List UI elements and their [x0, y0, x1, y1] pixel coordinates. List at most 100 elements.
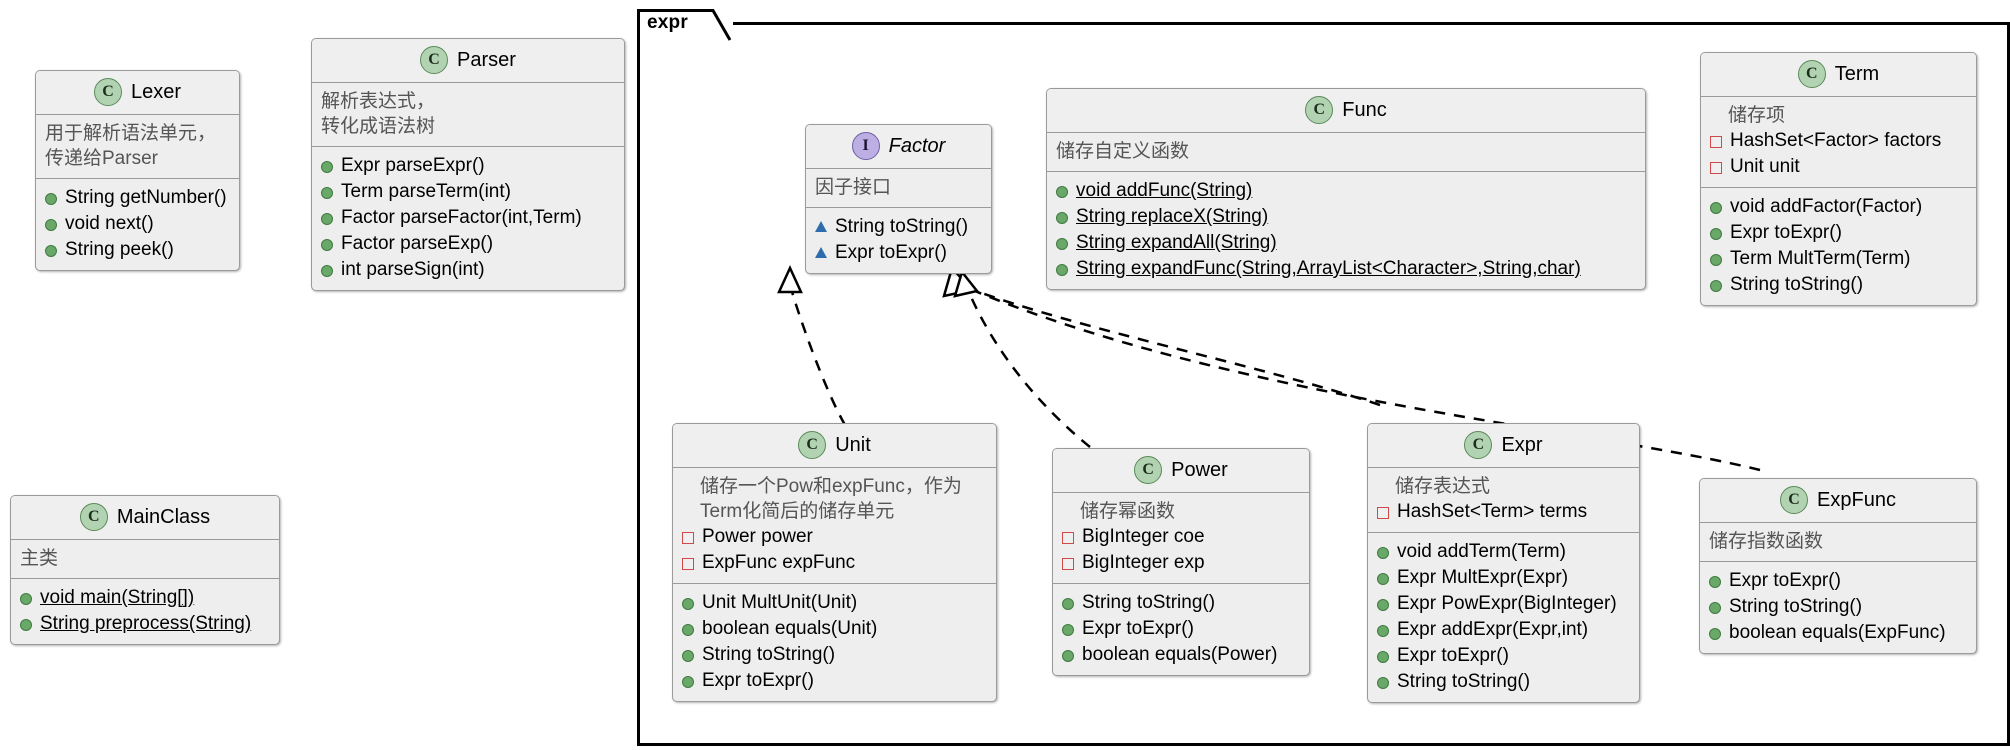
method-row[interactable]: Expr addExpr(Expr,int) [1377, 617, 1630, 643]
public-visibility-icon [682, 598, 694, 610]
class-box-mainclass[interactable]: C MainClass 主类 void main(String[]) Strin… [10, 495, 280, 645]
class-description: 主类 [20, 548, 59, 569]
public-visibility-icon [20, 619, 32, 631]
method-row[interactable]: Term MultTerm(Term) [1710, 246, 1967, 272]
method-row[interactable]: void addTerm(Term) [1377, 539, 1630, 565]
method-row[interactable]: String expandAll(String) [1056, 230, 1636, 256]
method-row[interactable]: String preprocess(String) [20, 611, 270, 637]
class-box-expfunc[interactable]: C ExpFunc 储存指数函数 Expr toExpr() String to… [1699, 478, 1977, 654]
class-header-func: C Func [1047, 89, 1645, 133]
method-row[interactable]: String toString() [815, 214, 982, 240]
method-label: boolean equals(Power) [1082, 644, 1278, 665]
class-box-unit[interactable]: C Unit 储存一个Pow和expFunc，作为 Term化简后的储存单元 P… [672, 423, 997, 702]
class-description-section: 主类 [11, 540, 279, 579]
class-stereotype-icon: C [1464, 431, 1493, 459]
class-description-section: 因子接口 [806, 169, 991, 208]
interface-name-label: Factor [888, 135, 946, 157]
method-row[interactable]: String peek() [45, 237, 230, 263]
private-visibility-icon [1377, 507, 1389, 519]
method-row[interactable]: Unit MultUnit(Unit) [682, 590, 987, 616]
method-row[interactable]: Expr toExpr() [1062, 616, 1300, 642]
method-row[interactable]: boolean equals(Power) [1062, 642, 1300, 668]
method-row[interactable]: Factor parseFactor(int,Term) [321, 205, 615, 231]
class-box-factor[interactable]: I Factor 因子接口 String toString() Expr toE… [805, 124, 992, 274]
method-label: Unit MultUnit(Unit) [702, 592, 858, 613]
class-name-label: Expr [1501, 434, 1543, 456]
public-visibility-icon [682, 676, 694, 688]
class-description: 因子接口 [815, 177, 892, 198]
class-name-label: ExpFunc [1817, 489, 1896, 511]
method-row[interactable]: String replaceX(String) [1056, 204, 1636, 230]
field-row[interactable]: ExpFunc expFunc [682, 550, 987, 576]
class-box-expr[interactable]: C Expr 储存表达式 HashSet<Term> terms void ad… [1367, 423, 1640, 703]
method-row[interactable]: Expr MultExpr(Expr) [1377, 565, 1630, 591]
method-row[interactable]: void next() [45, 211, 230, 237]
class-box-power[interactable]: C Power 储存幂函数 BigInteger coe BigInteger … [1052, 448, 1310, 676]
field-row[interactable]: HashSet<Term> terms [1377, 499, 1630, 525]
field-row[interactable]: Unit unit [1710, 154, 1967, 180]
field-label: BigInteger coe [1082, 526, 1205, 547]
field-row[interactable]: HashSet<Factor> factors [1710, 128, 1967, 154]
method-label: boolean equals(Unit) [702, 618, 878, 639]
class-methods-section: Expr toExpr() String toString() boolean … [1700, 562, 1976, 653]
class-name-label: Term [1834, 63, 1880, 85]
public-visibility-icon [1377, 677, 1389, 689]
class-name-label: MainClass [116, 506, 211, 528]
class-box-lexer[interactable]: C Lexer 用于解析语法单元， 传递给Parser String getNu… [35, 70, 240, 271]
class-description: 储存项 [1728, 105, 1786, 126]
public-visibility-icon [1056, 238, 1068, 250]
method-row[interactable]: void addFactor(Factor) [1710, 194, 1967, 220]
method-row[interactable]: String toString() [1062, 590, 1300, 616]
method-row[interactable]: String toString() [1709, 594, 1967, 620]
class-stereotype-icon: C [798, 431, 827, 459]
public-visibility-icon [1709, 628, 1721, 640]
class-stereotype-icon: C [1305, 96, 1334, 124]
method-label: Expr toExpr() [702, 670, 814, 691]
class-attributes-section: 储存幂函数 BigInteger coe BigInteger exp [1053, 493, 1309, 584]
package-tab-label: expr [647, 12, 688, 33]
class-stereotype-icon: C [93, 78, 122, 106]
method-row[interactable]: Expr toExpr() [1377, 643, 1630, 669]
method-row[interactable]: Expr toExpr() [682, 668, 987, 694]
method-row[interactable]: Factor parseExp() [321, 231, 615, 257]
method-label: String peek() [65, 239, 174, 260]
public-visibility-icon [1377, 573, 1389, 585]
field-row[interactable]: BigInteger coe [1062, 524, 1300, 550]
class-description-section: 解析表达式， 转化成语法树 [312, 83, 624, 147]
method-row[interactable]: String toString() [1377, 669, 1630, 695]
field-row[interactable]: Power power [682, 524, 987, 550]
method-label: String toString() [1082, 592, 1216, 613]
method-label: int parseSign(int) [341, 259, 485, 280]
public-visibility-icon [1377, 547, 1389, 559]
method-row[interactable]: String getNumber() [45, 185, 230, 211]
field-row[interactable]: BigInteger exp [1062, 550, 1300, 576]
method-label: String toString() [702, 644, 836, 665]
class-box-term[interactable]: C Term 储存项 HashSet<Factor> factors Unit … [1700, 52, 1977, 306]
method-row[interactable]: Expr toExpr() [815, 240, 982, 266]
method-label: String toString() [1729, 596, 1863, 617]
class-box-func[interactable]: C Func 储存自定义函数 void addFunc(String) Stri… [1046, 88, 1646, 290]
class-description: 用于解析语法单元， 传递给Parser [45, 123, 217, 169]
method-row[interactable]: Term parseTerm(int) [321, 179, 615, 205]
public-visibility-icon [1062, 598, 1074, 610]
method-row[interactable]: int parseSign(int) [321, 257, 615, 283]
method-row[interactable]: Expr parseExpr() [321, 153, 615, 179]
class-box-parser[interactable]: C Parser 解析表达式， 转化成语法树 Expr parseExpr() … [311, 38, 625, 291]
method-row[interactable]: String expandFunc(String,ArrayList<Chara… [1056, 256, 1636, 282]
method-row[interactable]: void main(String[]) [20, 585, 270, 611]
method-label: Expr toExpr() [1730, 222, 1842, 243]
method-row[interactable]: boolean equals(ExpFunc) [1709, 620, 1967, 646]
class-header-parser: C Parser [312, 39, 624, 83]
method-row[interactable]: boolean equals(Unit) [682, 616, 987, 642]
class-description-section: 储存指数函数 [1700, 523, 1976, 562]
method-row[interactable]: String toString() [1710, 272, 1967, 298]
field-label: BigInteger exp [1082, 552, 1205, 573]
method-row[interactable]: Expr PowExpr(BigInteger) [1377, 591, 1630, 617]
method-row[interactable]: Expr toExpr() [1710, 220, 1967, 246]
class-description: 储存自定义函数 [1056, 141, 1190, 162]
class-attributes-section: 储存表达式 HashSet<Term> terms [1368, 468, 1639, 533]
method-row[interactable]: Expr toExpr() [1709, 568, 1967, 594]
public-visibility-icon [1710, 202, 1722, 214]
method-row[interactable]: String toString() [682, 642, 987, 668]
method-row[interactable]: void addFunc(String) [1056, 178, 1636, 204]
